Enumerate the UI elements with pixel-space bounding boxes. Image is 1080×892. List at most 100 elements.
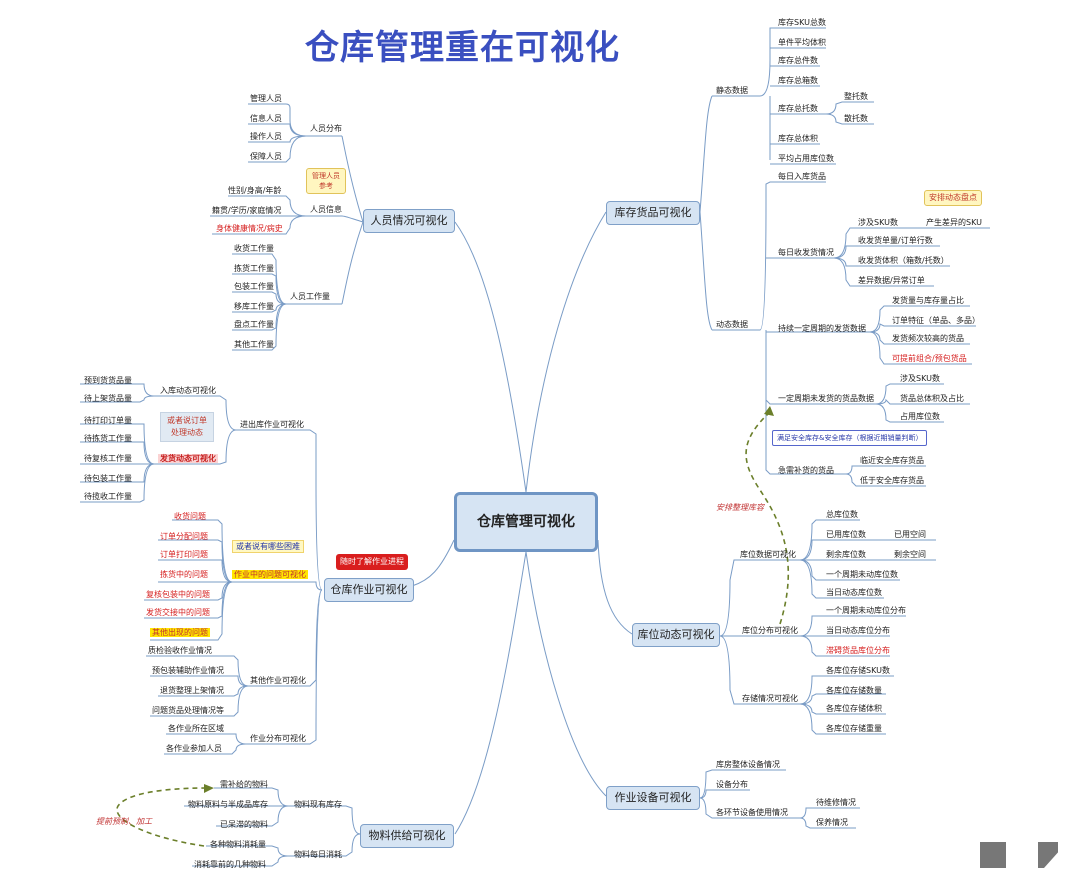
node-ops-dist: 作业分布可视化 bbox=[250, 734, 306, 743]
node-inbound: 入库动态可视化 bbox=[160, 386, 216, 395]
node-outbound-item: 待包装工作量 bbox=[84, 474, 132, 483]
node-personnel-info-item: 身体健康情况/病史 bbox=[216, 224, 283, 233]
branch-materials[interactable]: 物料供给可视化 bbox=[360, 824, 454, 848]
node-mat-stock-item: 需补给的物料 bbox=[220, 780, 268, 789]
note-prefabricate: 提前预制、加工 bbox=[96, 817, 152, 826]
node-replenish-item: 低于安全库存货品 bbox=[860, 476, 924, 485]
node-loc-storage-item: 各库位存储体积 bbox=[826, 704, 882, 713]
node-inventory-static-item: 单件平均体积 bbox=[778, 38, 826, 47]
node-daily-ship-item: 涉及SKU数 bbox=[858, 218, 898, 227]
node-problems-item: 复核包装中的问题 bbox=[146, 590, 210, 599]
node-ops-dist-item: 各作业所在区域 bbox=[168, 724, 224, 733]
node-inbound-item: 待上架货品量 bbox=[84, 394, 132, 403]
node-ops-dist-item: 各作业参加人员 bbox=[166, 744, 222, 753]
node-pallet-item: 散托数 bbox=[844, 114, 868, 123]
node-loc-data-item: 一个周期未动库位数 bbox=[826, 570, 898, 579]
node-personnel-work: 人员工作量 bbox=[290, 292, 330, 301]
node-loc-data: 库位数据可视化 bbox=[740, 550, 796, 559]
node-daily-ship: 每日收发货情况 bbox=[778, 248, 834, 257]
branch-personnel[interactable]: 人员情况可视化 bbox=[363, 209, 455, 233]
branch-operations[interactable]: 仓库作业可视化 bbox=[324, 578, 414, 602]
node-period-ship-item: 订单特征（单品、多品） bbox=[892, 316, 980, 325]
branch-inventory[interactable]: 库存货品可视化 bbox=[606, 201, 700, 225]
node-inventory-static-item: 平均占用库位数 bbox=[778, 154, 834, 163]
node-equip-item: 库房整体设备情况 bbox=[716, 760, 780, 769]
node-daily-ship-item: 收发货单量/订单行数 bbox=[858, 236, 933, 245]
node-loc-data-item: 已用库位数 bbox=[826, 530, 866, 539]
node-loc-dist-item: 当日动态库位分布 bbox=[826, 626, 890, 635]
node-problems-item: 收货问题 bbox=[174, 512, 206, 521]
node-outbound-item: 待拣货工作量 bbox=[84, 434, 132, 443]
node-loc-dist-item: 滞碍货品库位分布 bbox=[826, 646, 890, 655]
node-sku-diff: 产生差异的SKU bbox=[926, 218, 982, 227]
node-replenish: 急需补货的货品 bbox=[778, 466, 834, 475]
node-outbound-item: 待打印订单量 bbox=[84, 416, 132, 425]
note-safety-stock: 满足安全库存&安全库存（根据近期销量判断） bbox=[772, 430, 928, 446]
branch-equipment[interactable]: 作业设备可视化 bbox=[606, 786, 700, 810]
node-personnel-work-item: 其他工作量 bbox=[234, 340, 274, 349]
node-loc-storage-item: 各库位存储重量 bbox=[826, 724, 882, 733]
node-left-space: 剩余空间 bbox=[894, 550, 926, 559]
node-equip-usage-item: 保养情况 bbox=[816, 818, 848, 827]
node-problems-item: 其他出现的问题 bbox=[150, 628, 210, 637]
node-period-ship-item: 发货量与库存量占比 bbox=[892, 296, 964, 305]
node-personnel-dist-item: 保障人员 bbox=[250, 152, 282, 161]
node-loc-storage: 存储情况可视化 bbox=[742, 694, 798, 703]
node-loc-dist-item: 一个周期未动库位分布 bbox=[826, 606, 906, 615]
node-problems-item: 订单打印问题 bbox=[160, 550, 208, 559]
node-loc-data-item: 当日动态库位数 bbox=[826, 588, 882, 597]
node-personnel-info-item: 籍贯/学历/家庭情况 bbox=[212, 206, 282, 215]
page-title: 仓库管理重在可视化 bbox=[305, 28, 620, 68]
node-mat-stock-item: 已呆滞的物料 bbox=[220, 820, 268, 829]
root-node[interactable]: 仓库管理可视化 bbox=[454, 492, 598, 552]
node-personnel-work-item: 移库工作量 bbox=[234, 302, 274, 311]
node-loc-storage-item: 各库位存储SKU数 bbox=[826, 666, 890, 675]
node-loc-dist: 库位分布可视化 bbox=[742, 626, 798, 635]
node-inbound-item: 预到货货品量 bbox=[84, 376, 132, 385]
node-loc-data-item: 总库位数 bbox=[826, 510, 858, 519]
node-no-ship-item: 涉及SKU数 bbox=[900, 374, 940, 383]
note-manager-reference: 管理人员 参考 bbox=[306, 168, 346, 194]
node-equip-item: 各环节设备使用情况 bbox=[716, 808, 788, 817]
node-personnel-work-item: 收货工作量 bbox=[234, 244, 274, 253]
node-personnel-dist: 人员分布 bbox=[310, 124, 342, 133]
node-inventory-static-item: 库存总体积 bbox=[778, 134, 818, 143]
node-problems-item: 发货交接中的问题 bbox=[146, 608, 210, 617]
node-pallet-item: 整托数 bbox=[844, 92, 868, 101]
node-mat-daily-item: 消耗靠前的几种物料 bbox=[194, 860, 266, 869]
node-other-ops-item: 问题货品处理情况等 bbox=[152, 706, 224, 715]
node-other-ops-item: 预包装辅助作业情况 bbox=[152, 666, 224, 675]
branch-location[interactable]: 库位动态可视化 bbox=[632, 623, 720, 647]
node-replenish-item: 临近安全库存货品 bbox=[860, 456, 924, 465]
note-dynamic-count: 安排动态盘点 bbox=[924, 190, 982, 206]
note-live-progress: 随时了解作业进程 bbox=[336, 554, 408, 570]
node-other-ops-item: 退货整理上架情况 bbox=[160, 686, 224, 695]
node-inventory-static: 静态数据 bbox=[716, 86, 748, 95]
node-used-space: 已用空间 bbox=[894, 530, 926, 539]
note-difficulties: 或者说有哪些困难 bbox=[232, 540, 304, 553]
node-outbound: 发货动态可视化 bbox=[158, 454, 218, 463]
node-personnel-work-item: 包装工作量 bbox=[234, 282, 274, 291]
node-personnel-dist-item: 操作人员 bbox=[250, 132, 282, 141]
node-period-ship: 持续一定周期的发货数据 bbox=[778, 324, 866, 333]
node-daily-ship-item: 收发货体积（箱数/托数） bbox=[858, 256, 949, 265]
note-arrange-capacity: 安排整理库容 bbox=[716, 503, 764, 512]
node-mat-stock-item: 物料原料与半成品库存 bbox=[188, 800, 268, 809]
node-inventory-static-item: 库存总托数 bbox=[778, 104, 818, 113]
node-loc-data-item: 剩余库位数 bbox=[826, 550, 866, 559]
node-inventory-dynamic: 动态数据 bbox=[716, 320, 748, 329]
node-personnel-info: 人员信息 bbox=[310, 205, 342, 214]
node-loc-storage-item: 各库位存储数量 bbox=[826, 686, 882, 695]
note-order-processing: 或者说订单 处理动态 bbox=[160, 412, 214, 442]
node-daily-ship-item: 差异数据/异常订单 bbox=[858, 276, 925, 285]
node-equip-usage-item: 待维修情况 bbox=[816, 798, 856, 807]
node-other-ops: 其他作业可视化 bbox=[250, 676, 306, 685]
node-personnel-dist-item: 信息人员 bbox=[250, 114, 282, 123]
node-period-ship-item: 可提前组合/预包货品 bbox=[892, 354, 967, 363]
node-outbound-item: 待复核工作量 bbox=[84, 454, 132, 463]
node-equip-item: 设备分布 bbox=[716, 780, 748, 789]
node-inventory-static-item: 库存SKU总数 bbox=[778, 18, 826, 27]
node-mat-daily: 物料每日消耗 bbox=[294, 850, 342, 859]
node-personnel-info-item: 性别/身高/年龄 bbox=[228, 186, 282, 195]
